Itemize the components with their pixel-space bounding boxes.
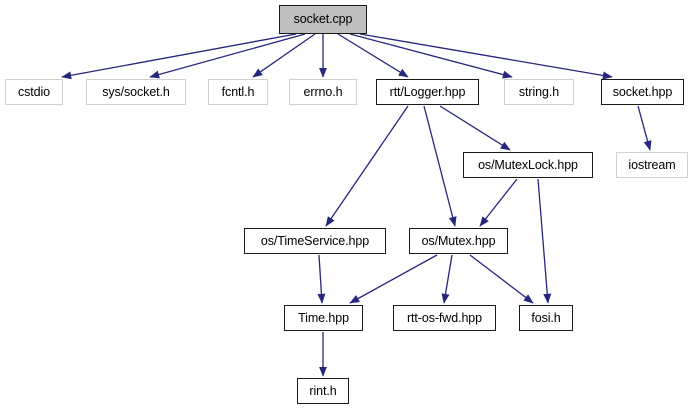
graph-node-cstdio[interactable]: cstdio	[5, 79, 63, 105]
graph-node-label: os/Mutex.hpp	[421, 233, 496, 248]
graph-node-fosi_h[interactable]: fosi.h	[519, 305, 573, 331]
graph-node-label: socket.cpp	[293, 12, 353, 27]
graph-node-label: cstdio	[17, 84, 51, 99]
graph-node-os_mutex_hpp[interactable]: os/Mutex.hpp	[409, 228, 508, 254]
graph-node-iostream[interactable]: iostream	[616, 152, 688, 178]
graph-node-label: rtt-os-fwd.hpp	[406, 310, 483, 325]
graph-node-os_mutexlock_hpp[interactable]: os/MutexLock.hpp	[463, 152, 593, 178]
graph-edge-rtt_logger_hpp-to-os_mutexlock_hpp	[439, 105, 511, 151]
graph-node-label: fcntl.h	[221, 84, 255, 99]
graph-node-label: socket.hpp	[612, 84, 673, 99]
graph-node-label: iostream	[628, 157, 676, 172]
graph-edge-os_mutex_hpp-to-time_hpp	[349, 254, 438, 304]
graph-node-errno_h[interactable]: errno.h	[289, 79, 357, 105]
graph-node-label: errno.h	[303, 84, 343, 99]
graph-node-label: os/TimeService.hpp	[260, 233, 370, 248]
graph-node-label: string.h	[518, 84, 560, 99]
graph-node-label: rtt/Logger.hpp	[389, 84, 466, 99]
graph-node-rint_h[interactable]: rint.h	[297, 378, 349, 404]
graph-edge-socket_cpp-to-rtt_logger_hpp	[337, 33, 409, 78]
graph-node-time_hpp[interactable]: Time.hpp	[284, 305, 363, 331]
graph-edge-socket_cpp-to-cstdio	[61, 33, 297, 80]
graph-node-label: os/MutexLock.hpp	[478, 157, 578, 172]
graph-node-fcntl_h[interactable]: fcntl.h	[208, 79, 268, 105]
graph-node-socket_hpp[interactable]: socket.hpp	[601, 79, 684, 105]
graph-node-rtt_logger_hpp[interactable]: rtt/Logger.hpp	[376, 79, 479, 105]
graph-edge-socket_hpp-to-iostream	[637, 105, 652, 151]
graph-edge-os_mutex_hpp-to-rtt_os_fwd_hpp	[441, 254, 453, 304]
graph-edge-socket_cpp-to-string_h	[349, 33, 513, 79]
graph-edge-os_mutex_hpp-to-fosi_h	[469, 254, 534, 304]
graph-edge-socket_cpp-to-fcntl_h	[252, 33, 316, 78]
graph-node-label: rint.h	[309, 383, 337, 398]
graph-edge-rtt_logger_hpp-to-os_mutex_hpp	[423, 105, 457, 227]
graph-node-string_h[interactable]: string.h	[504, 79, 574, 105]
graph-node-label: Time.hpp	[298, 310, 349, 325]
graph-edge-socket_cpp-to-sys_socket_h	[149, 33, 306, 79]
graph-edge-rtt_logger_hpp-to-os_timeservice	[325, 105, 409, 227]
graph-edge-socket_cpp-to-socket_hpp	[359, 33, 613, 80]
graph-node-socket_cpp[interactable]: socket.cpp	[279, 5, 367, 34]
graph-node-label: sys/socket.h	[102, 84, 170, 99]
graph-edge-os_timeservice-to-time_hpp	[317, 254, 326, 304]
graph-node-sys_socket_h[interactable]: sys/socket.h	[86, 79, 186, 105]
graph-edge-os_mutexlock_hpp-to-fosi_h	[537, 178, 552, 304]
graph-edge-os_mutexlock_hpp-to-os_mutex_hpp	[479, 178, 518, 227]
graph-node-label: fosi.h	[531, 310, 561, 325]
graph-node-os_timeservice[interactable]: os/TimeService.hpp	[244, 228, 386, 254]
graph-node-rtt_os_fwd_hpp[interactable]: rtt-os-fwd.hpp	[393, 305, 496, 331]
